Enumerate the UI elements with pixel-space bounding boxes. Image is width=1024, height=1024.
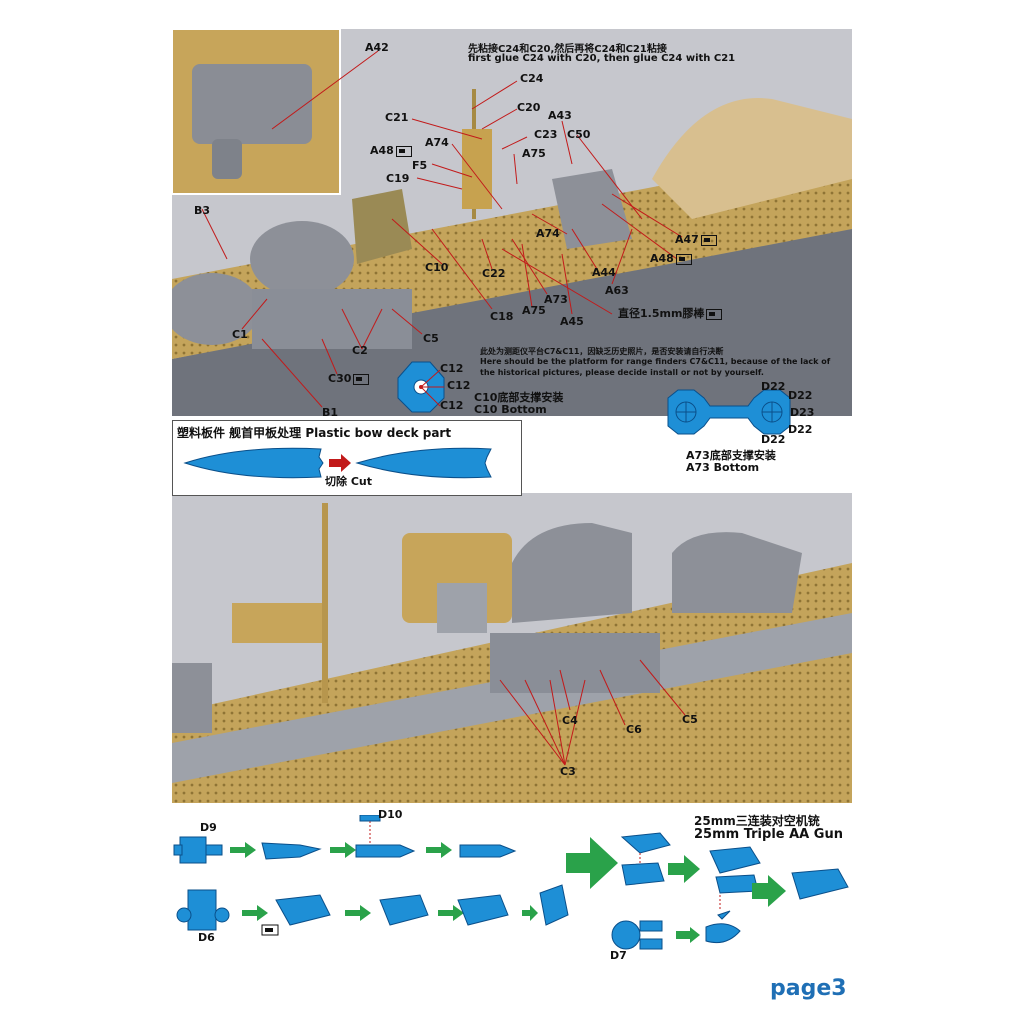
label-c24: C24 [520, 72, 544, 85]
glue-icon [675, 253, 692, 265]
label-c19: C19 [386, 172, 410, 185]
label-c10: C10 [425, 261, 449, 274]
label-f5: F5 [412, 159, 428, 172]
label-c2: C2 [352, 344, 368, 357]
label-a75-lower: A75 [522, 304, 546, 317]
glue-icon [700, 234, 717, 246]
label-a42: A42 [365, 41, 389, 54]
label-a75-upper: A75 [522, 147, 546, 160]
c10-part-c12-a: C12 [440, 362, 464, 375]
label-a48-lower: A48 [650, 253, 692, 265]
middle-leader-lines [499, 659, 686, 766]
a73-part-d23: D23 [790, 406, 815, 419]
label-c18: C18 [490, 310, 514, 323]
aa-step-row1 [173, 815, 517, 864]
label-c5-top: C5 [423, 332, 439, 345]
rangefinder-note-en2: the historical pictures, please decide i… [480, 368, 764, 377]
label-b1: B1 [322, 406, 339, 419]
label-c30: C30 [328, 373, 370, 385]
glue-icon [706, 308, 723, 320]
aa-gun-assembly-diagram [173, 815, 849, 950]
label-c50: C50 [567, 128, 591, 141]
c10-bottom-en: C10 Bottom [474, 403, 547, 416]
a73-part-d22-c: D22 [788, 423, 813, 436]
aa-part-d10: D10 [378, 808, 403, 821]
label-a74-upper: A74 [425, 136, 449, 149]
label-a47: A47 [675, 234, 717, 246]
top-photo-illustration [172, 29, 852, 416]
label-a48-upper: A48 [370, 145, 412, 157]
label-c4: C4 [562, 714, 578, 727]
label-a45: A45 [560, 315, 584, 328]
c10-part-c12-b: C12 [447, 379, 471, 392]
label-a74-lower: A74 [536, 227, 560, 240]
middle-photo [172, 493, 852, 803]
top-note-en: first glue C24 with C20, then glue C24 w… [468, 53, 736, 64]
top-note-zh: 先粘接C24和C20,然后再将C24和C21粘接 [468, 44, 667, 55]
aa-gun-title-zh: 25mm三连装对空机铳 [694, 814, 820, 828]
c10-part-c12-c: C12 [440, 399, 464, 412]
label-c3: C3 [560, 765, 576, 778]
bow-deck-box: 塑料板件 舰首甲板处理 Plastic bow deck part 切除 Cut [172, 420, 522, 496]
a73-part-diagram [667, 389, 791, 435]
middle-photo-illustration [172, 493, 852, 803]
c10-part-diagram [397, 361, 445, 413]
label-a43: A43 [548, 109, 572, 122]
aa-gun-title-en: 25mm Triple AA Gun [694, 827, 843, 842]
a73-bottom-en: A73 Bottom [686, 461, 760, 474]
a73-part-d22-b: D22 [788, 389, 813, 402]
label-c20: C20 [517, 101, 541, 114]
label-c22: C22 [482, 267, 506, 280]
label-c6: C6 [626, 723, 642, 736]
glue-icon [353, 373, 370, 385]
bow-deck-title: 塑料板件 舰首甲板处理 Plastic bow deck part [177, 426, 452, 440]
label-a63: A63 [605, 284, 629, 297]
label-rod-note: 直径1.5mm膠棒 [618, 308, 723, 320]
glue-icon [395, 145, 412, 157]
top-photo [172, 29, 852, 416]
a73-bottom-zh: A73底部支撑安装 [686, 449, 776, 462]
bow-deck-cut: 切除 Cut [325, 475, 372, 488]
label-c21: C21 [385, 111, 409, 124]
a73-part-d22-d: D22 [761, 433, 786, 446]
aa-step-row2 [176, 884, 569, 936]
rangefinder-note-en1: Here should be the platform for range fi… [480, 357, 831, 366]
bow-deck-diagram [183, 447, 492, 479]
a73-part-d22-a: D22 [761, 380, 786, 393]
label-c5-middle: C5 [682, 713, 698, 726]
aa-part-d7: D7 [610, 949, 627, 962]
label-a44: A44 [592, 266, 616, 279]
top-leader-lines [201, 50, 683, 408]
label-c1: C1 [232, 328, 248, 341]
aa-part-d6: D6 [198, 931, 215, 944]
label-b3: B3 [194, 204, 211, 217]
c10-bottom-zh: C10底部支撑安装 [474, 391, 564, 404]
page-number: page3 [770, 976, 847, 1001]
label-a73: A73 [544, 293, 568, 306]
label-c23: C23 [534, 128, 558, 141]
aa-part-d9: D9 [200, 821, 217, 834]
rangefinder-note-zh: 此处为测距仪平台C7&C11，因缺乏历史照片，是否安装请自行决断 [480, 347, 724, 356]
